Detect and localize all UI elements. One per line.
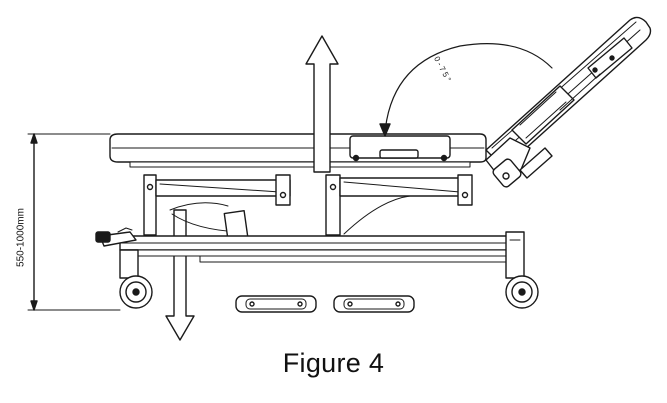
backrest-angle-arrow [379,43,553,137]
left-caster [119,249,153,309]
foot-pedal-left [235,295,317,313]
figure-caption: Figure 4 [282,348,385,378]
foot-pedal-right [333,295,415,313]
height-range-label: 550-1000mm [15,208,27,267]
lift-frame-right [325,174,473,236]
height-dimension [27,133,121,311]
raise-arrow [305,35,339,173]
base-frame [95,227,521,263]
lift-frame-left [143,174,291,236]
headrest-cushion [349,135,451,162]
backrest [485,16,652,188]
right-caster [505,231,539,309]
lower-arrow [165,209,195,341]
